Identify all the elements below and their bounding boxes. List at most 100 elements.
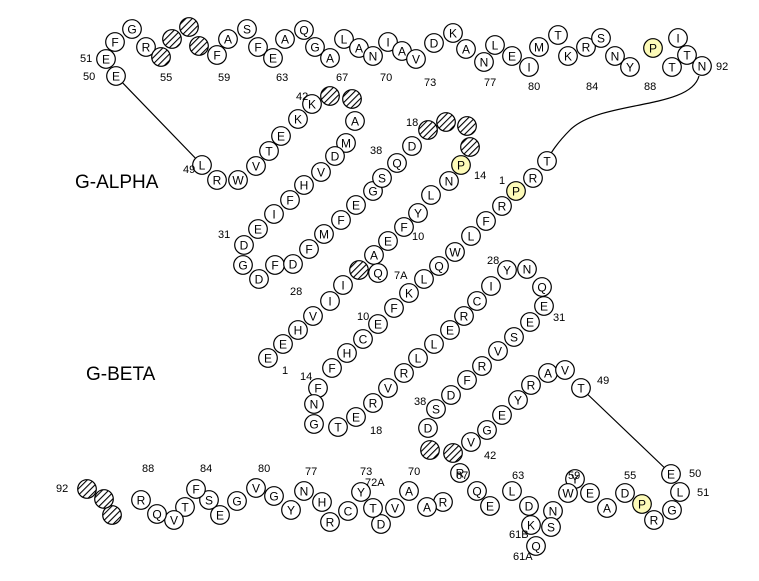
- residue-circle: [264, 204, 284, 224]
- residue: A: [364, 245, 384, 265]
- residue-letter: N: [480, 55, 489, 69]
- residue-letter: T: [577, 381, 585, 395]
- residue-letter: L: [341, 32, 348, 46]
- residue-letter: M: [319, 227, 329, 241]
- residue-number: 42: [484, 450, 496, 462]
- residue: G: [227, 491, 247, 511]
- residue-number: 55: [160, 72, 172, 84]
- residue: S: [372, 168, 392, 188]
- residue-letter: Y: [357, 485, 365, 499]
- residue: E: [520, 312, 540, 332]
- residue-circle: [322, 358, 342, 378]
- residue-letter: F: [482, 214, 489, 228]
- residue: T: [662, 57, 682, 77]
- residue: M: [529, 37, 549, 57]
- residue-circle: [199, 490, 219, 510]
- residue: E: [271, 126, 291, 146]
- residue-letter: G: [482, 423, 491, 437]
- residue-number: 28: [487, 255, 499, 267]
- residue: Q: [467, 481, 487, 501]
- residue: F: [322, 358, 342, 378]
- residue: R: [576, 37, 596, 57]
- residue-letter: Y: [626, 60, 634, 74]
- residue-number: 70: [380, 72, 392, 84]
- residue-circle: [228, 170, 248, 190]
- residue: N: [474, 52, 494, 72]
- residue: Q: [429, 256, 449, 276]
- hatched-residue-circle: [151, 47, 171, 67]
- residue-circle: [237, 19, 257, 39]
- residue-number: 59: [218, 72, 230, 84]
- residue-number: 42: [296, 91, 308, 103]
- residue-circle: [541, 517, 561, 537]
- residue-circle: [417, 497, 437, 517]
- residue-number: 59: [568, 470, 580, 482]
- residue: N: [605, 46, 625, 66]
- residue-circle: [399, 481, 419, 501]
- residue: Q: [526, 536, 546, 556]
- residue: E: [368, 314, 388, 334]
- residue-circle: [275, 29, 295, 49]
- residue-circle: [314, 224, 334, 244]
- residue-letter: N: [611, 49, 620, 63]
- residue-circle: [418, 418, 438, 438]
- residue: Y: [620, 57, 640, 77]
- residue: D: [441, 385, 461, 405]
- residue-letter: V: [561, 363, 569, 377]
- residue-circle: [662, 500, 682, 520]
- hatched-residue-circle: [320, 86, 340, 106]
- residue-letter: F: [271, 258, 278, 272]
- residue: E: [580, 483, 600, 503]
- residue: [342, 89, 362, 109]
- residue-letter: N: [369, 49, 378, 63]
- residue-circle: [394, 363, 414, 383]
- residue-circle: [207, 45, 227, 65]
- residue: E: [534, 296, 554, 316]
- residue: L: [424, 334, 444, 354]
- residue: [436, 112, 456, 132]
- residue-number: 55: [624, 470, 636, 482]
- residue: D: [325, 146, 345, 166]
- residue: I: [264, 204, 284, 224]
- residue-letter: I: [328, 294, 331, 308]
- residue: D: [402, 136, 422, 156]
- residue: N: [304, 394, 324, 414]
- residue: K: [302, 94, 322, 114]
- residue-circle: [662, 57, 682, 77]
- residue-circle: [520, 312, 540, 332]
- residue-letter: Q: [299, 23, 308, 37]
- residue-circle: [368, 263, 388, 283]
- residue-letter: E: [540, 299, 548, 313]
- residue: N: [294, 481, 314, 501]
- residue-circle: [338, 501, 358, 521]
- residue: A: [218, 29, 238, 49]
- residue: L: [485, 35, 505, 55]
- residue-letter: V: [412, 52, 420, 66]
- residue: I: [668, 28, 688, 48]
- residue-circle: [576, 37, 596, 57]
- residue-circle: [336, 133, 356, 153]
- residue-circle: [605, 46, 625, 66]
- residue-circle: [558, 46, 578, 66]
- residue: [94, 489, 114, 509]
- residue-letter: E: [269, 51, 277, 65]
- residue: Y: [281, 500, 301, 520]
- residue: N: [517, 259, 537, 279]
- residue: [418, 120, 438, 140]
- residue-letter: R: [326, 515, 335, 529]
- residue-letter: V: [317, 165, 325, 179]
- residue-letter: I: [676, 31, 679, 45]
- residue-circle: [399, 283, 419, 303]
- residue-letter: F: [254, 40, 261, 54]
- residue-letter: R: [142, 40, 151, 54]
- residue: L: [502, 481, 522, 501]
- residue-letter: R: [456, 466, 465, 480]
- connector-curve: [546, 75, 700, 161]
- residue: D: [424, 33, 444, 53]
- hatched-residue-circle: [436, 112, 456, 132]
- residue-letter: I: [272, 207, 275, 221]
- residue: V: [406, 49, 426, 69]
- residue-number: 61A: [513, 551, 533, 563]
- residue-letter: D: [255, 272, 264, 286]
